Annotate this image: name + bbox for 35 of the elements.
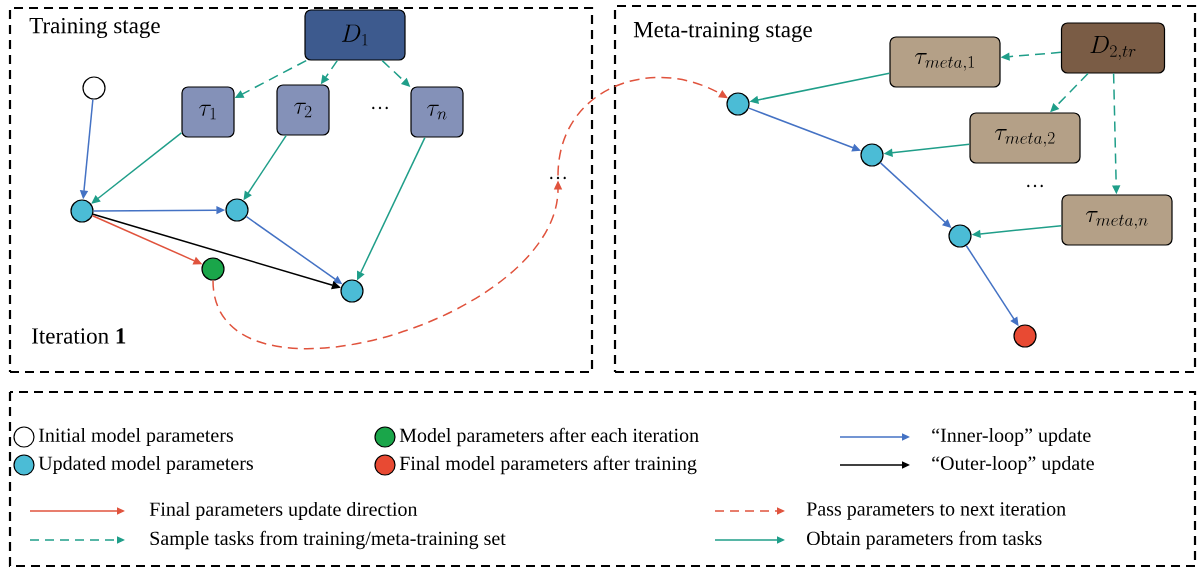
legend-text: Updated model parameters	[38, 455, 253, 475]
parameter-circle	[225, 198, 249, 222]
parameter-circle	[82, 76, 106, 100]
parameter-circle	[726, 92, 750, 116]
task-box: $\tau_{meta,2}$	[969, 112, 1081, 164]
parameter-circle	[860, 143, 884, 167]
parameter-circle	[201, 257, 225, 281]
stage-heading: Meta-training stage	[633, 21, 812, 43]
task-box: $\tau_{1}$	[181, 86, 235, 138]
ellipsis: …	[372, 106, 388, 110]
stage-heading: Training stage	[29, 17, 160, 39]
task-box: $\tau_{2}$	[276, 84, 330, 136]
legend-text: Initial model parameters	[38, 427, 233, 447]
legend-text: Model parameters after each iteration	[399, 427, 699, 447]
ellipsis: …	[1027, 184, 1043, 188]
dataset-box: $D_{2,tr}$	[1060, 22, 1166, 74]
parameter-circle	[70, 199, 94, 223]
ellipsis: …	[550, 176, 566, 180]
legend-text: Pass parameters to next iteration	[806, 502, 1066, 520]
dashed-arrow	[557, 76, 728, 177]
legend-text: “Outer-loop” update	[932, 455, 1094, 475]
arrow	[91, 132, 183, 204]
legend-text: Sample tasks from training/meta-training set	[150, 530, 506, 550]
legend-text: Obtain parameters from tasks	[807, 530, 1042, 550]
parameter-circle	[948, 224, 972, 248]
task-box: $\tau_{meta,1}$	[889, 36, 1001, 88]
task-box: $\tau_{n}$	[410, 86, 464, 138]
parameter-circle	[340, 279, 364, 303]
legend-text: “Inner-loop” update	[932, 427, 1091, 447]
legend-text: Final model parameters after training	[399, 455, 697, 475]
iteration-label: Iteration 1	[32, 328, 126, 344]
legend-text: Final parameters update direction	[149, 501, 418, 521]
parameter-circle	[1013, 324, 1037, 348]
dataset-box: $D_{1}$	[304, 9, 406, 61]
task-box: $\tau_{meta,n}$	[1061, 194, 1173, 246]
